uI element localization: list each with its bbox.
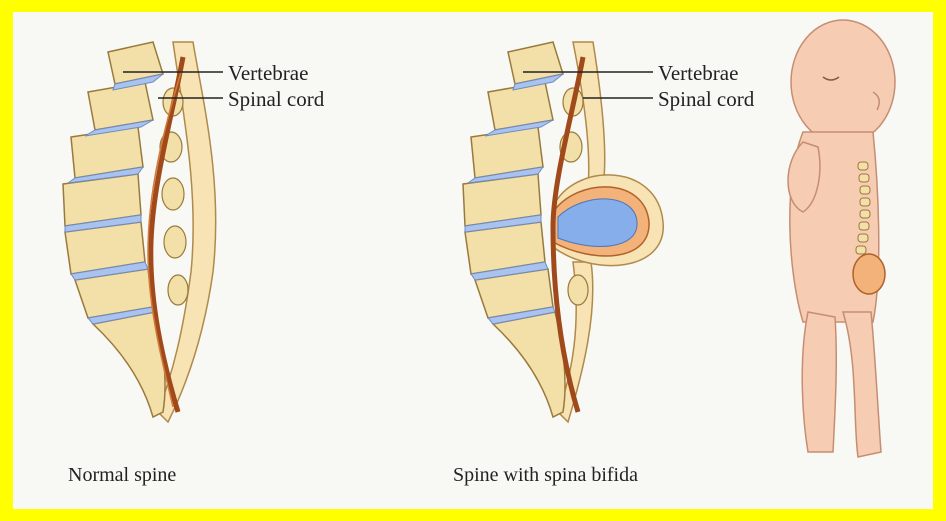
bifida-vertebrae-label: Vertebrae — [658, 61, 738, 86]
normal-sacrum — [93, 312, 165, 417]
spina-bifida-panel: Vertebrae Spinal cord Spine with spina b… — [413, 12, 753, 509]
baby-leg-left — [802, 312, 836, 452]
bifida-spinal-cord-label: Spinal cord — [658, 87, 754, 112]
normal-spinal-cord-label: Spinal cord — [228, 87, 324, 112]
baby-spina-bifida-lesion — [853, 254, 885, 294]
diagram-canvas: Vertebrae Spinal cord Normal spine — [13, 12, 933, 509]
normal-vertebral-processes — [160, 88, 188, 305]
normal-spine-caption: Normal spine — [68, 464, 176, 487]
baby-leg-right — [843, 312, 881, 457]
normal-vertebrae-label: Vertebrae — [228, 61, 308, 86]
spina-bifida-caption: Spine with spina bifida — [453, 464, 638, 487]
baby-head — [791, 20, 895, 144]
baby-illustration — [763, 12, 933, 509]
normal-spine-panel: Vertebrae Spinal cord Normal spine — [13, 12, 373, 509]
baby-panel — [763, 12, 933, 509]
